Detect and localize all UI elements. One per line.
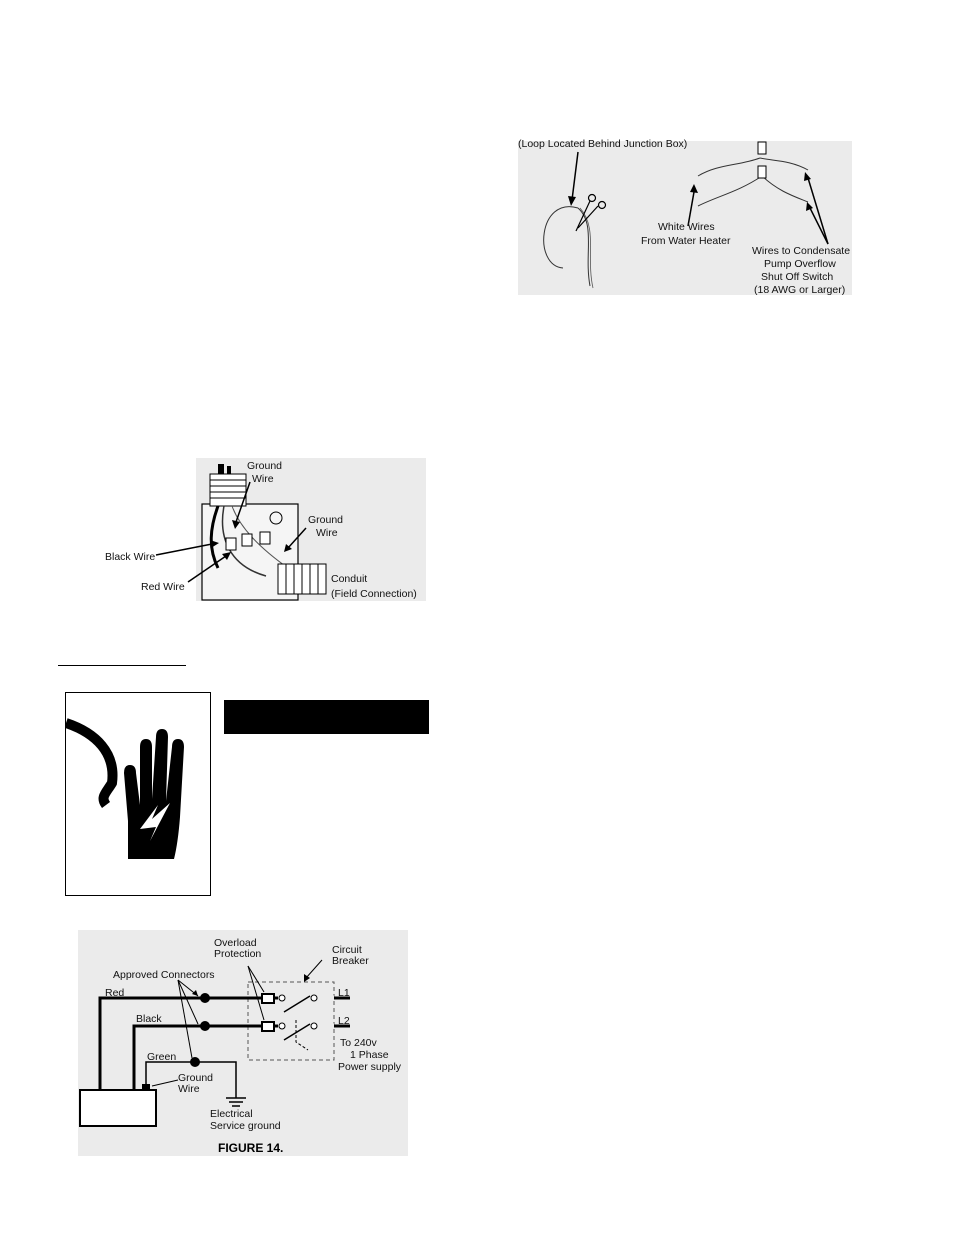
supply-label-2: 1 Phase bbox=[350, 1049, 389, 1061]
condensate-line3: Shut Off Switch bbox=[761, 271, 833, 283]
l1-label: L1 bbox=[338, 987, 350, 999]
white-wires-line2: From Water Heater bbox=[641, 235, 731, 247]
conduit-label-2: (Field Connection) bbox=[331, 588, 417, 600]
ground-wire-right-1: Ground bbox=[308, 514, 343, 526]
ground-wire-top-2: Wire bbox=[252, 473, 274, 485]
service-ground-label-2: Service ground bbox=[210, 1120, 281, 1132]
conduit-label-1: Conduit bbox=[331, 573, 367, 585]
black-label: Black bbox=[136, 1013, 162, 1025]
junction-box-figure: Ground Wire Ground Wire Black Wire Red W… bbox=[105, 458, 426, 601]
white-wires-line1: White Wires bbox=[658, 221, 715, 233]
ground-wire-right-2: Wire bbox=[316, 527, 338, 539]
electric-shock-hand-icon bbox=[64, 718, 184, 859]
condensate-line2: Pump Overflow bbox=[764, 258, 836, 270]
approved-connectors-label: Approved Connectors bbox=[113, 969, 215, 981]
wiring-diagram-figure: Overload Protection Circuit Breaker Appr… bbox=[78, 930, 408, 1156]
loop-note: (Loop Located Behind Junction Box) bbox=[518, 138, 687, 150]
condensate-line4: (18 AWG or Larger) bbox=[754, 284, 845, 296]
supply-label-1: To 240v bbox=[340, 1037, 378, 1049]
breaker-label-2: Breaker bbox=[332, 955, 369, 967]
service-ground-label-1: Electrical bbox=[210, 1108, 253, 1120]
red-wire-label: Red Wire bbox=[141, 581, 185, 593]
loop-wire-figure: (Loop Located Behind Junction Box) White… bbox=[518, 138, 852, 296]
warning-header-bar bbox=[224, 700, 429, 734]
overload-label-2: Protection bbox=[214, 948, 261, 960]
green-label: Green bbox=[147, 1051, 176, 1063]
condensate-line1: Wires to Condensate bbox=[752, 245, 850, 257]
ground-wire-top-1: Ground bbox=[247, 460, 282, 472]
warning-symbol-box bbox=[64, 692, 211, 896]
supply-label-3: Power supply bbox=[338, 1061, 402, 1073]
red-label: Red bbox=[105, 987, 124, 999]
ground-wire-label-2: Wire bbox=[178, 1083, 200, 1095]
breaker-label-1: Circuit bbox=[332, 944, 362, 956]
ground-wire-label-1: Ground bbox=[178, 1072, 213, 1084]
section-underline bbox=[58, 665, 186, 666]
scissors-icon bbox=[575, 193, 607, 232]
l2-label: L2 bbox=[338, 1015, 350, 1027]
figure-caption: FIGURE 14. bbox=[218, 1141, 283, 1155]
overload-label-1: Overload bbox=[214, 937, 257, 949]
black-wire-label: Black Wire bbox=[105, 551, 155, 563]
